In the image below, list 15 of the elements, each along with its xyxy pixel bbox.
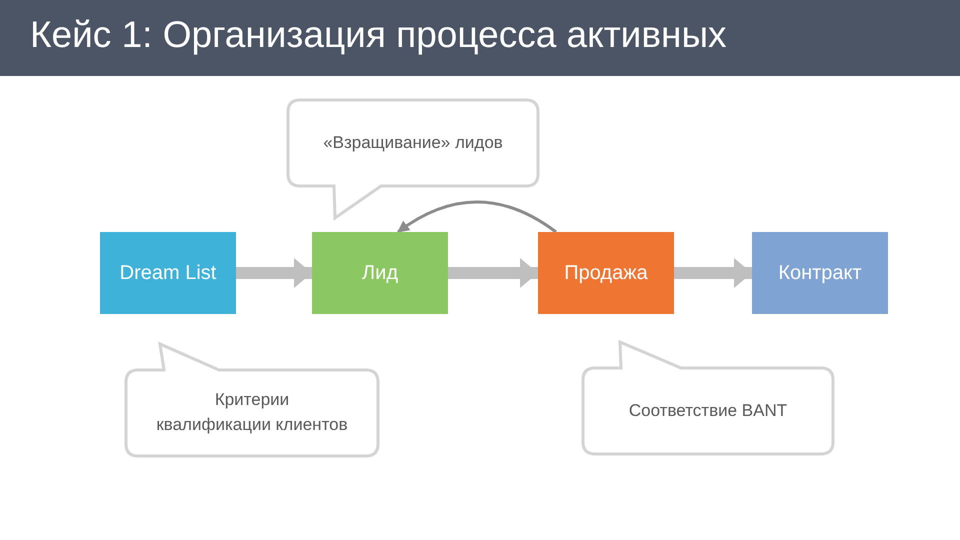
process-box: Dream List (100, 232, 236, 314)
callout-text: Соответствие BANT (628, 400, 788, 422)
callout-text: Критерии квалификации клиентов (156, 389, 348, 436)
process-box: Продажа (538, 232, 674, 314)
block-arrow (674, 258, 752, 288)
callout-text: «Взращивание» лидов (322, 132, 504, 154)
process-box: Контракт (752, 232, 888, 314)
speech-bubble (124, 342, 380, 458)
title: Кейс 1: Организация процесса активных (30, 14, 727, 56)
curved-arrow (397, 200, 557, 234)
speech-bubble (581, 340, 835, 456)
block-arrow (236, 258, 312, 288)
process-box: Лид (312, 232, 448, 314)
speech-bubble (286, 98, 540, 220)
block-arrow (448, 258, 538, 288)
